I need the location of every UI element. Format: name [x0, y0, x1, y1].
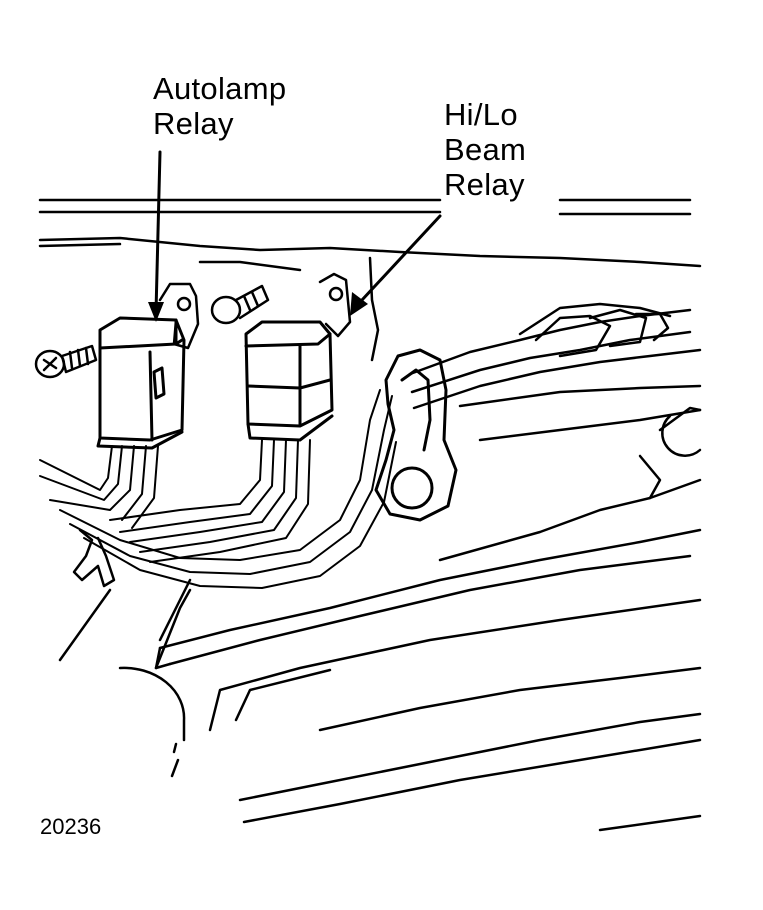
cable-grommet	[374, 348, 458, 522]
hilo-beam-relay-label-line1: Hi/Lo	[444, 97, 518, 132]
hilo-relay-body	[244, 320, 334, 442]
hilo-beam-relay-label: Hi/Lo Beam Relay	[444, 97, 526, 202]
autolamp-bracket	[158, 282, 200, 350]
leader-arrows	[148, 150, 442, 322]
autolamp-relay-label-line1: Autolamp	[153, 71, 287, 106]
main-cable	[408, 302, 702, 410]
harness-clip	[72, 528, 116, 588]
hilo-bracket	[318, 272, 352, 338]
wiring-harness	[39, 389, 397, 589]
screw-left	[34, 344, 98, 379]
autolamp-relay-label-line2: Relay	[153, 106, 234, 141]
upper-panel-lines	[38, 198, 702, 362]
hilo-beam-relay-label-line2: Beam	[444, 132, 527, 167]
autolamp-relay-label: Autolamp Relay	[153, 71, 286, 141]
lower-body-panels	[58, 384, 702, 832]
screw-middle	[210, 284, 270, 325]
figure-number: 20236	[40, 814, 102, 839]
autolamp-relay-body	[96, 316, 186, 450]
hilo-beam-relay-label-line3: Relay	[444, 167, 525, 202]
